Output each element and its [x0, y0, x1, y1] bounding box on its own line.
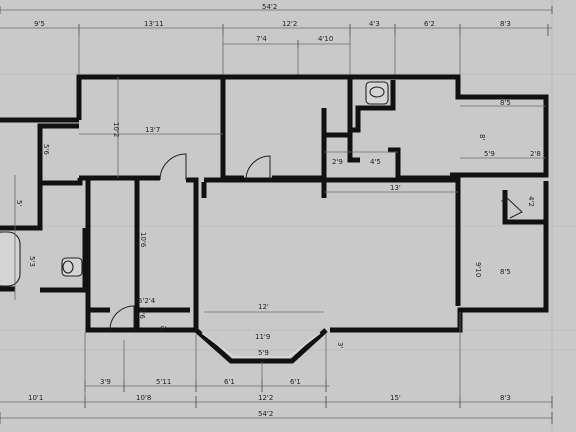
utility-width: 8'5: [500, 268, 511, 276]
dim-bottom-r2-4: 15': [390, 394, 401, 402]
closet-left-dim: 5': [15, 200, 23, 206]
bedroom-width: 13'7: [145, 126, 160, 134]
dim-top-total: 54'2: [262, 3, 277, 11]
dim-bottom-r2-2: 10'8: [136, 394, 151, 402]
dim-bottom-r2-1: 10'1: [28, 394, 43, 402]
bedroom-depth: 10'2: [112, 122, 120, 137]
utility-depth: 9'10: [474, 262, 482, 277]
dim-bottom-r2-5: 8'3: [500, 394, 511, 402]
bay-window-wall: [194, 328, 328, 364]
dim-bottom-r1-4: 6'1: [290, 378, 301, 386]
room-labels: 13'7 10'2 5'6 5' 5'3 10'6 5'2'4 3'6 2'9 …: [14, 77, 546, 357]
entry-width: 5'6: [42, 144, 50, 155]
dim-bottom-r1-3: 6'1: [224, 378, 235, 386]
misc-dim: 6': [160, 325, 166, 333]
bathtub-left: [0, 231, 21, 287]
dim-bottom-r2-3: 12'2: [258, 394, 273, 402]
door-bath-upper: [245, 155, 271, 181]
kitchen-depth: 8': [478, 134, 486, 140]
exterior-wall: [76, 74, 549, 178]
dim-bottom-total: 54'2: [258, 410, 273, 418]
dim-top-6: 8'3: [500, 20, 511, 28]
dim-bottom-r1-1: 3'9: [100, 378, 111, 386]
dim-top-3: 12'2: [282, 20, 297, 28]
bottom-dimensions: 3'9 5'11 6'1 6'1 10'1 10'8 12'2 15' 8'3 …: [0, 312, 553, 424]
bay-inner: 5'9: [258, 349, 269, 357]
stair-b: 4'2: [527, 196, 535, 207]
top-dimensions: 54'2 9'5 13'11 12'2 4'3 6'2 8'3 7'4 4'10: [0, 3, 553, 76]
door-bedroom: [159, 153, 187, 181]
bay-side: 3': [336, 342, 344, 348]
bay-width: 11'9: [255, 333, 270, 341]
bath-left-dim: 5'3: [28, 256, 36, 267]
living-width: 12': [258, 303, 269, 311]
bath-width: 4'5: [370, 158, 381, 166]
pantry-width: 2'9: [332, 158, 343, 166]
kitchen-sub-1: 5'9: [484, 150, 495, 158]
dim-top-sub-1: 7'4: [256, 35, 267, 43]
door-closet: [504, 195, 523, 219]
hall-width: 5'2'4: [138, 297, 156, 305]
dim-top-sub-2: 4'10: [318, 35, 333, 43]
dim-top-4: 4'3: [369, 20, 380, 28]
kitchen-sub-2: 2'8: [530, 150, 541, 158]
stair-a: 4': [499, 198, 507, 204]
dim-bottom-r1-2: 5'11: [156, 378, 171, 386]
doors: [109, 153, 523, 331]
corridor-dim: 13': [390, 184, 401, 192]
hall-small: 3'6: [138, 308, 146, 319]
dim-top-2: 13'11: [144, 20, 164, 28]
door-hall: [109, 305, 135, 331]
dim-top-1: 9'5: [34, 20, 45, 28]
kitchen-width: 8'5: [500, 99, 511, 107]
hall-depth: 10'6: [139, 232, 147, 248]
dim-top-5: 6'2: [424, 20, 435, 28]
walls: [0, 74, 549, 364]
